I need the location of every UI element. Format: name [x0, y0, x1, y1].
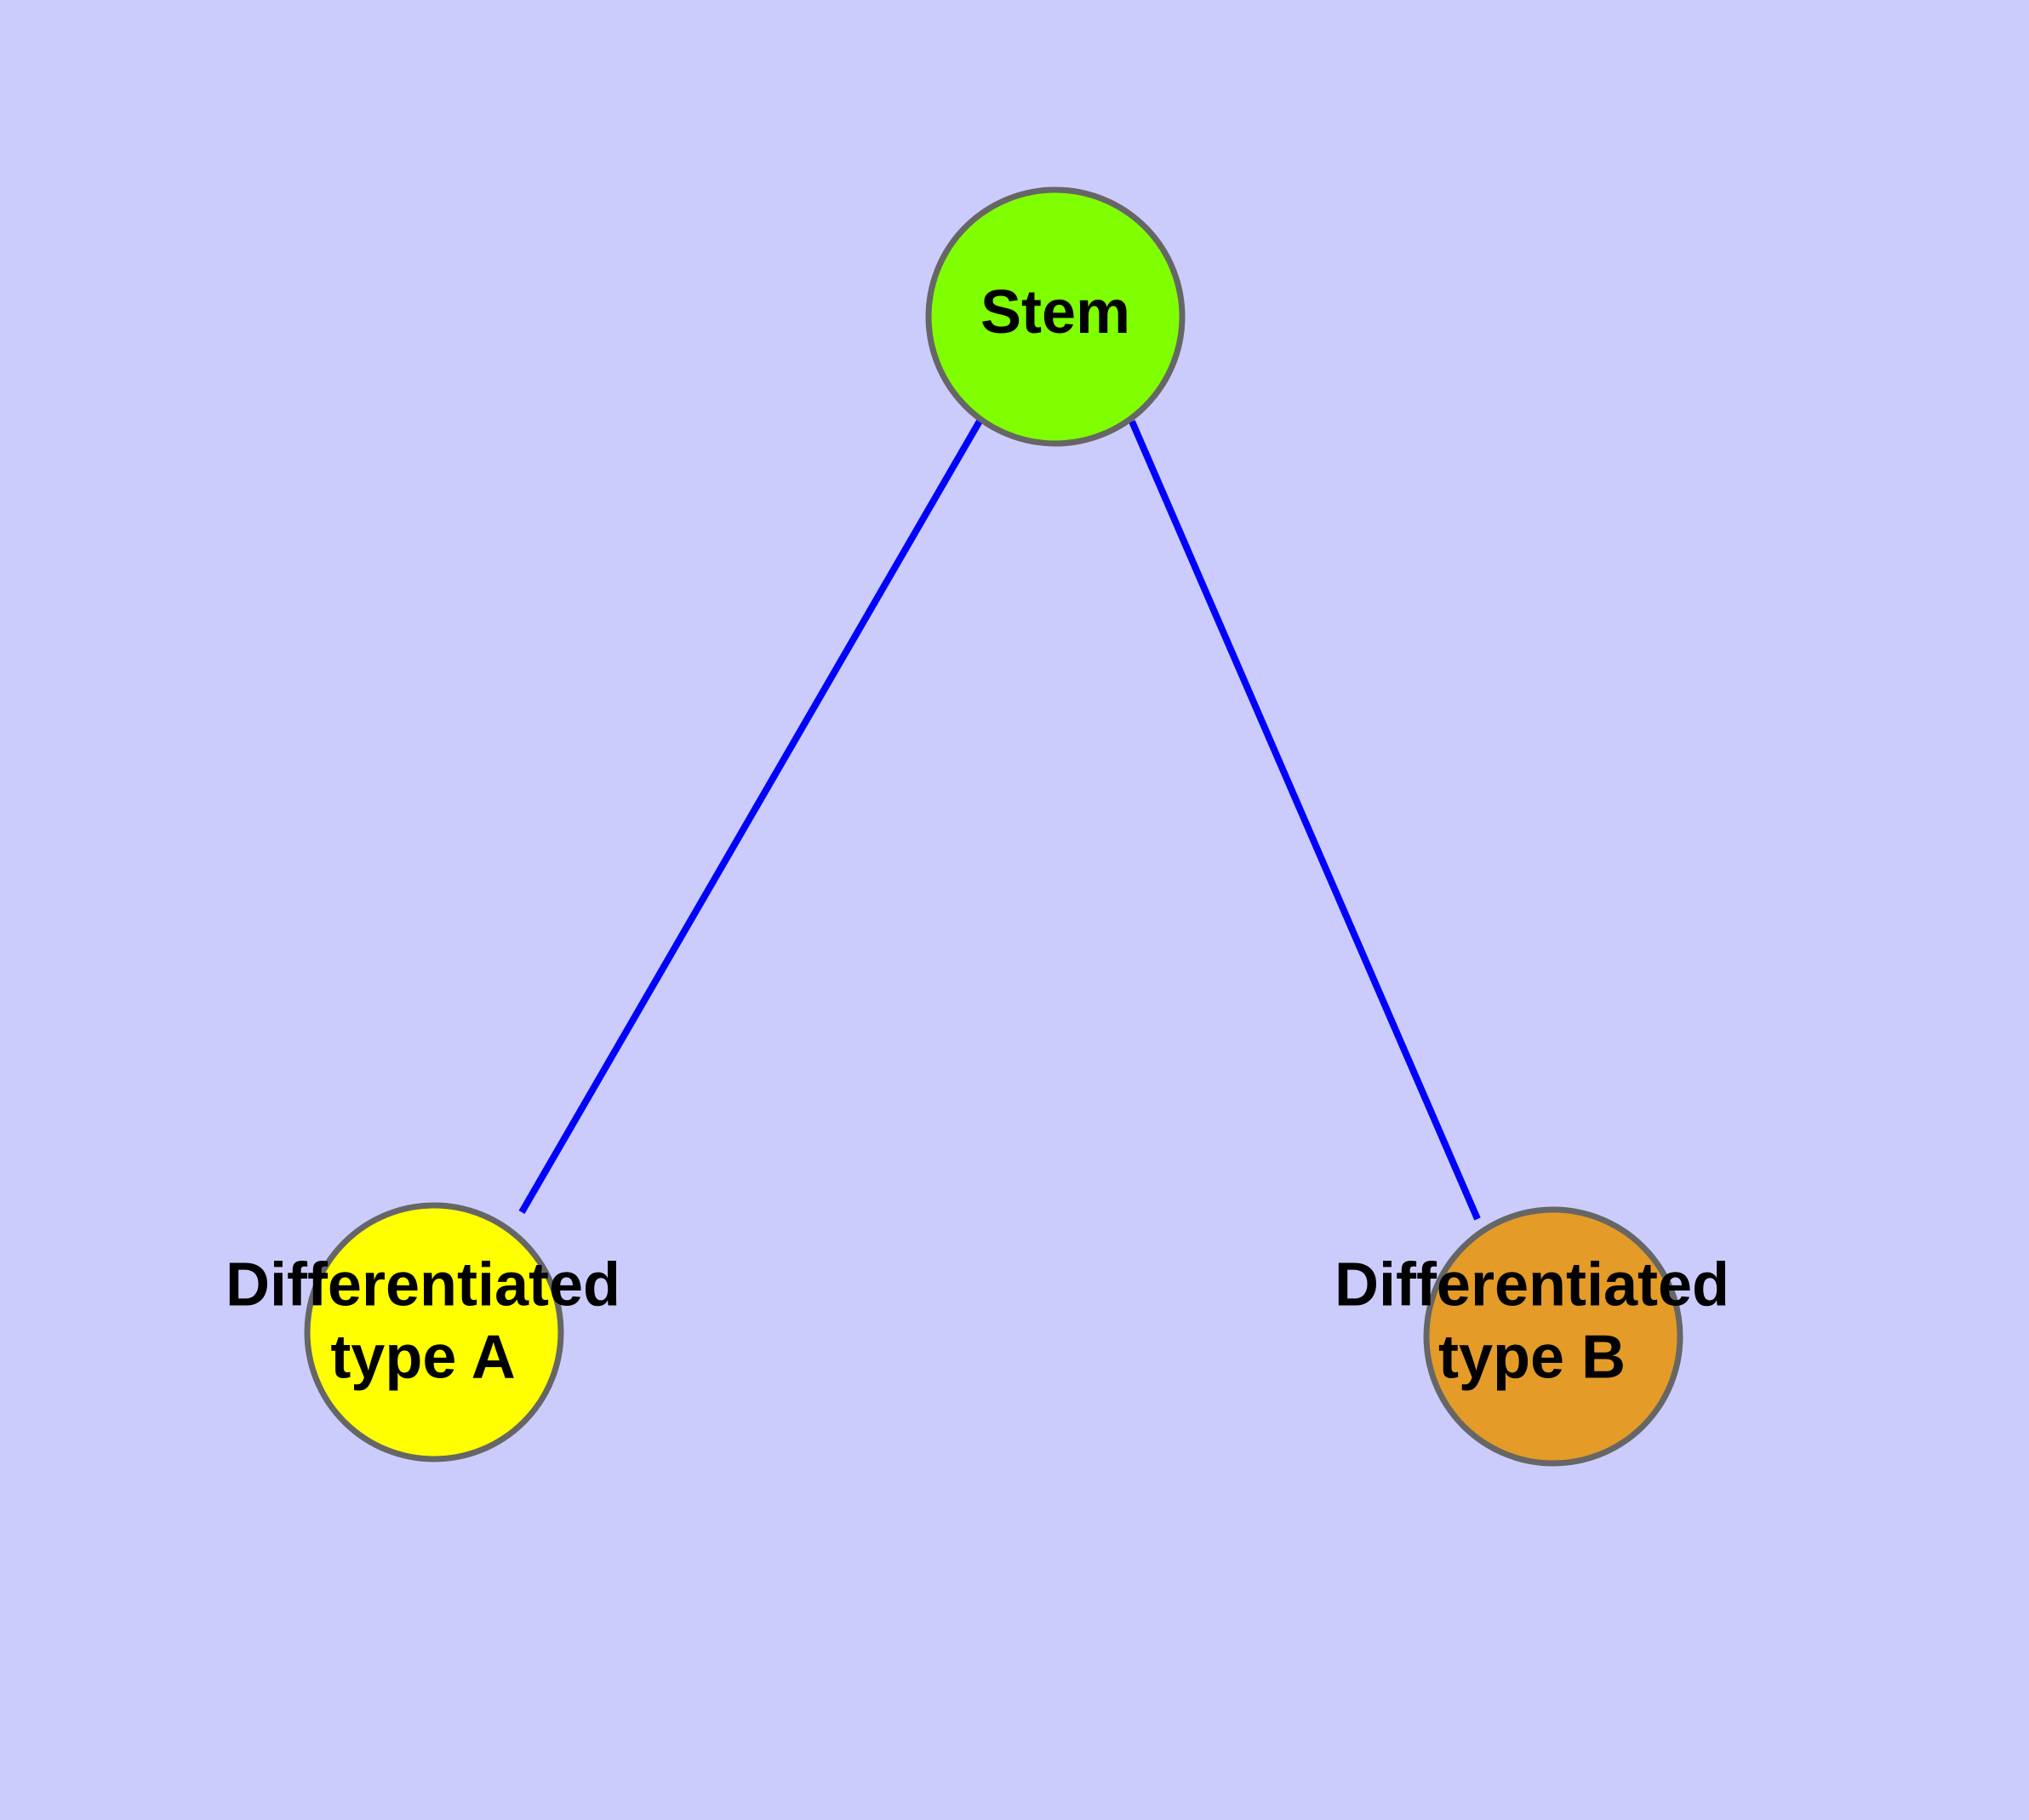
graph-edge-stem-to-a[interactable] — [518, 417, 984, 1215]
edges-group — [518, 417, 1481, 1221]
node-label-stem: Stem — [980, 278, 1130, 346]
graph-node-diff-b[interactable] — [1423, 1206, 1683, 1467]
node-label-line: type B — [1438, 1323, 1626, 1391]
node-label-line: Differentiated — [1335, 1251, 1729, 1319]
node-label-line: Stem — [980, 278, 1130, 346]
node-label-line: Differentiated — [226, 1251, 620, 1319]
graph-node-diff-a[interactable] — [304, 1202, 564, 1462]
node-label-line: type A — [330, 1323, 515, 1391]
graph-node-stem[interactable] — [925, 186, 1186, 447]
graph-edge-stem-to-b[interactable] — [1129, 420, 1481, 1221]
nodes-group — [304, 186, 1683, 1467]
